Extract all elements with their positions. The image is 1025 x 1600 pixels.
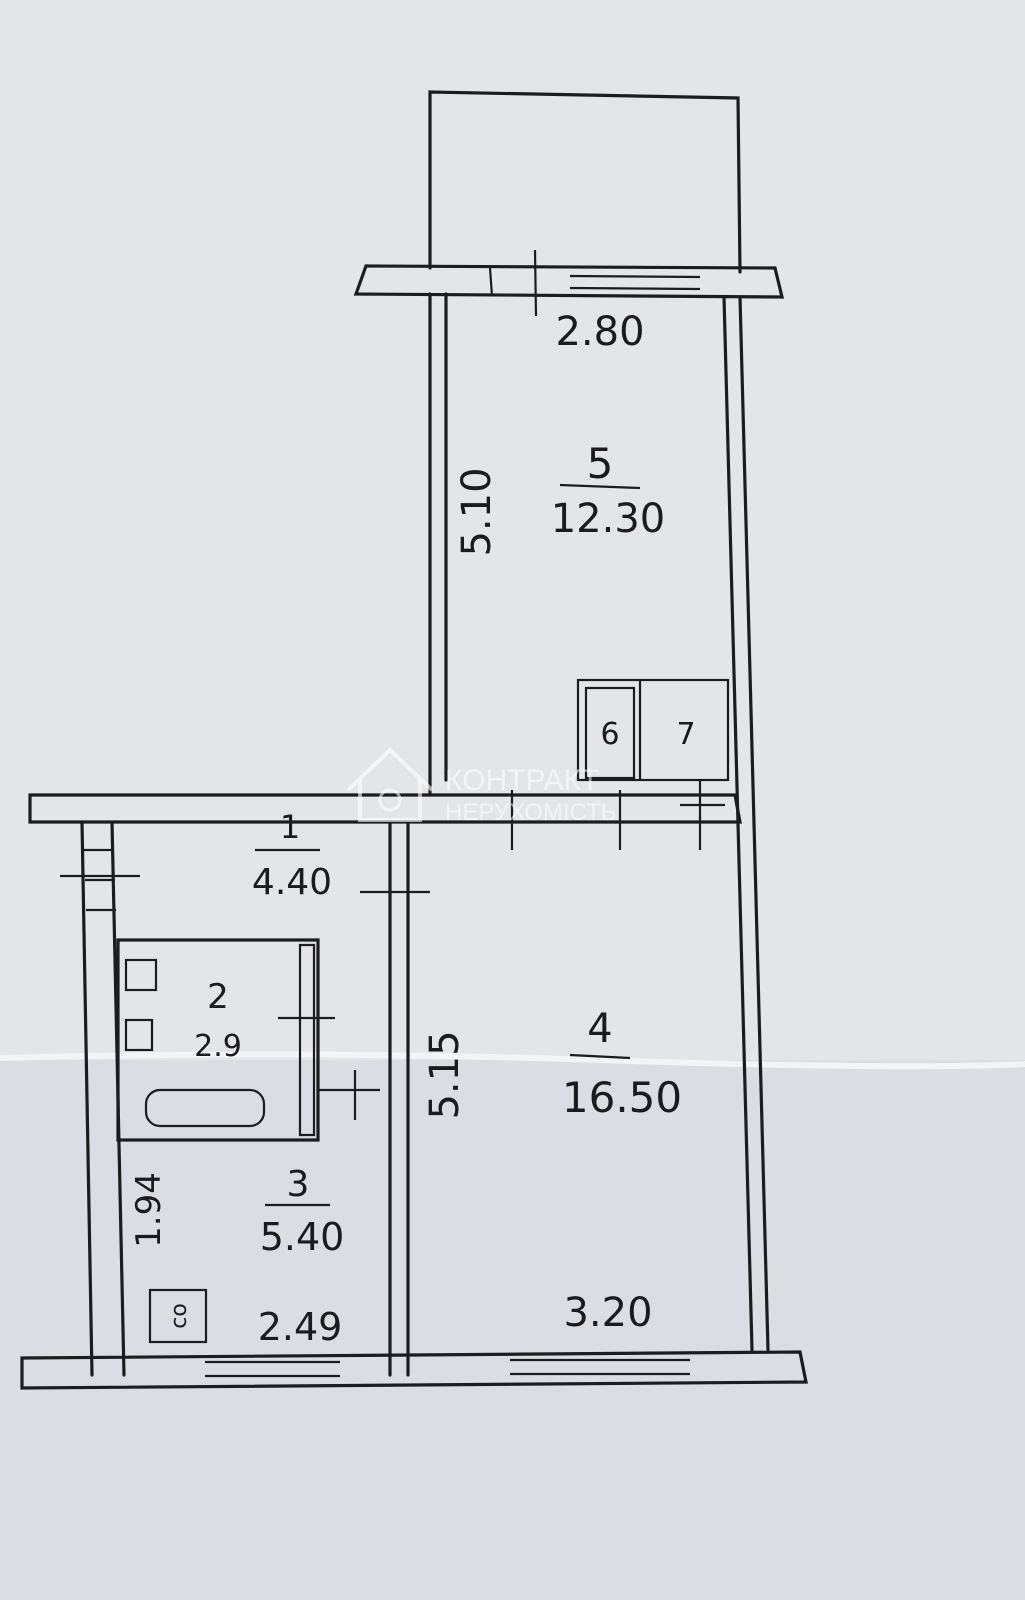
stove-icon — [148, 1288, 208, 1344]
bathroom-outline — [116, 938, 320, 1142]
closet-7-number: 7 — [676, 717, 695, 752]
bathtub-icon — [144, 1088, 266, 1128]
dim-room5-length: 5.10 — [454, 467, 500, 556]
room5-number: 5 — [587, 439, 614, 488]
dim-room3-width: 2.49 — [258, 1305, 343, 1349]
room3-area: 5.40 — [260, 1215, 345, 1259]
balcony-outline — [428, 90, 742, 274]
right-exterior-wall-outer — [738, 295, 770, 1352]
toilet-icon — [124, 1018, 154, 1052]
watermark-line1: КОНТРАКТ — [445, 764, 599, 797]
middle-partition-wall — [28, 793, 742, 824]
upper-window — [569, 286, 701, 291]
upper-wall-tick — [533, 249, 538, 317]
room2-number: 2 — [207, 977, 229, 1017]
closet-6-outline — [584, 686, 636, 780]
room1-area: 4.40 — [252, 862, 332, 903]
upper-window — [569, 274, 701, 279]
closet-outline — [576, 678, 730, 782]
watermark-logo — [346, 747, 434, 822]
room5-area: 12.30 — [551, 496, 666, 542]
bathroom-wall-hatch — [298, 943, 316, 1137]
stove-label: co — [167, 1303, 192, 1329]
sink-icon — [124, 958, 158, 992]
room4-area: 16.50 — [562, 1073, 682, 1122]
upper-wall-tick — [488, 267, 494, 297]
bottom-exterior-wall — [20, 1350, 808, 1390]
watermark-line2: НЕРУХОМІСТЬ — [445, 799, 617, 826]
left-exterior-wall — [80, 820, 94, 1377]
room3-number: 3 — [287, 1164, 310, 1205]
upper-exterior-wall — [353, 264, 785, 299]
dim-hall-length: 1.94 — [129, 1172, 169, 1248]
room1-number: 1 — [280, 808, 300, 846]
room2-area: 2.9 — [194, 1029, 242, 1064]
dim-balcony-room-width: 2.80 — [555, 309, 644, 355]
dim-room4-length: 5.15 — [422, 1030, 468, 1119]
paper-fold-shade — [0, 1060, 1025, 1600]
closet-6-number: 6 — [600, 717, 619, 752]
room5-fraction-bar — [559, 483, 641, 490]
room4-number: 4 — [587, 1006, 612, 1052]
room4-fraction-bar — [569, 1053, 631, 1060]
dim-room4-width: 3.20 — [563, 1290, 652, 1336]
paper-crease — [0, 1051, 1025, 1070]
